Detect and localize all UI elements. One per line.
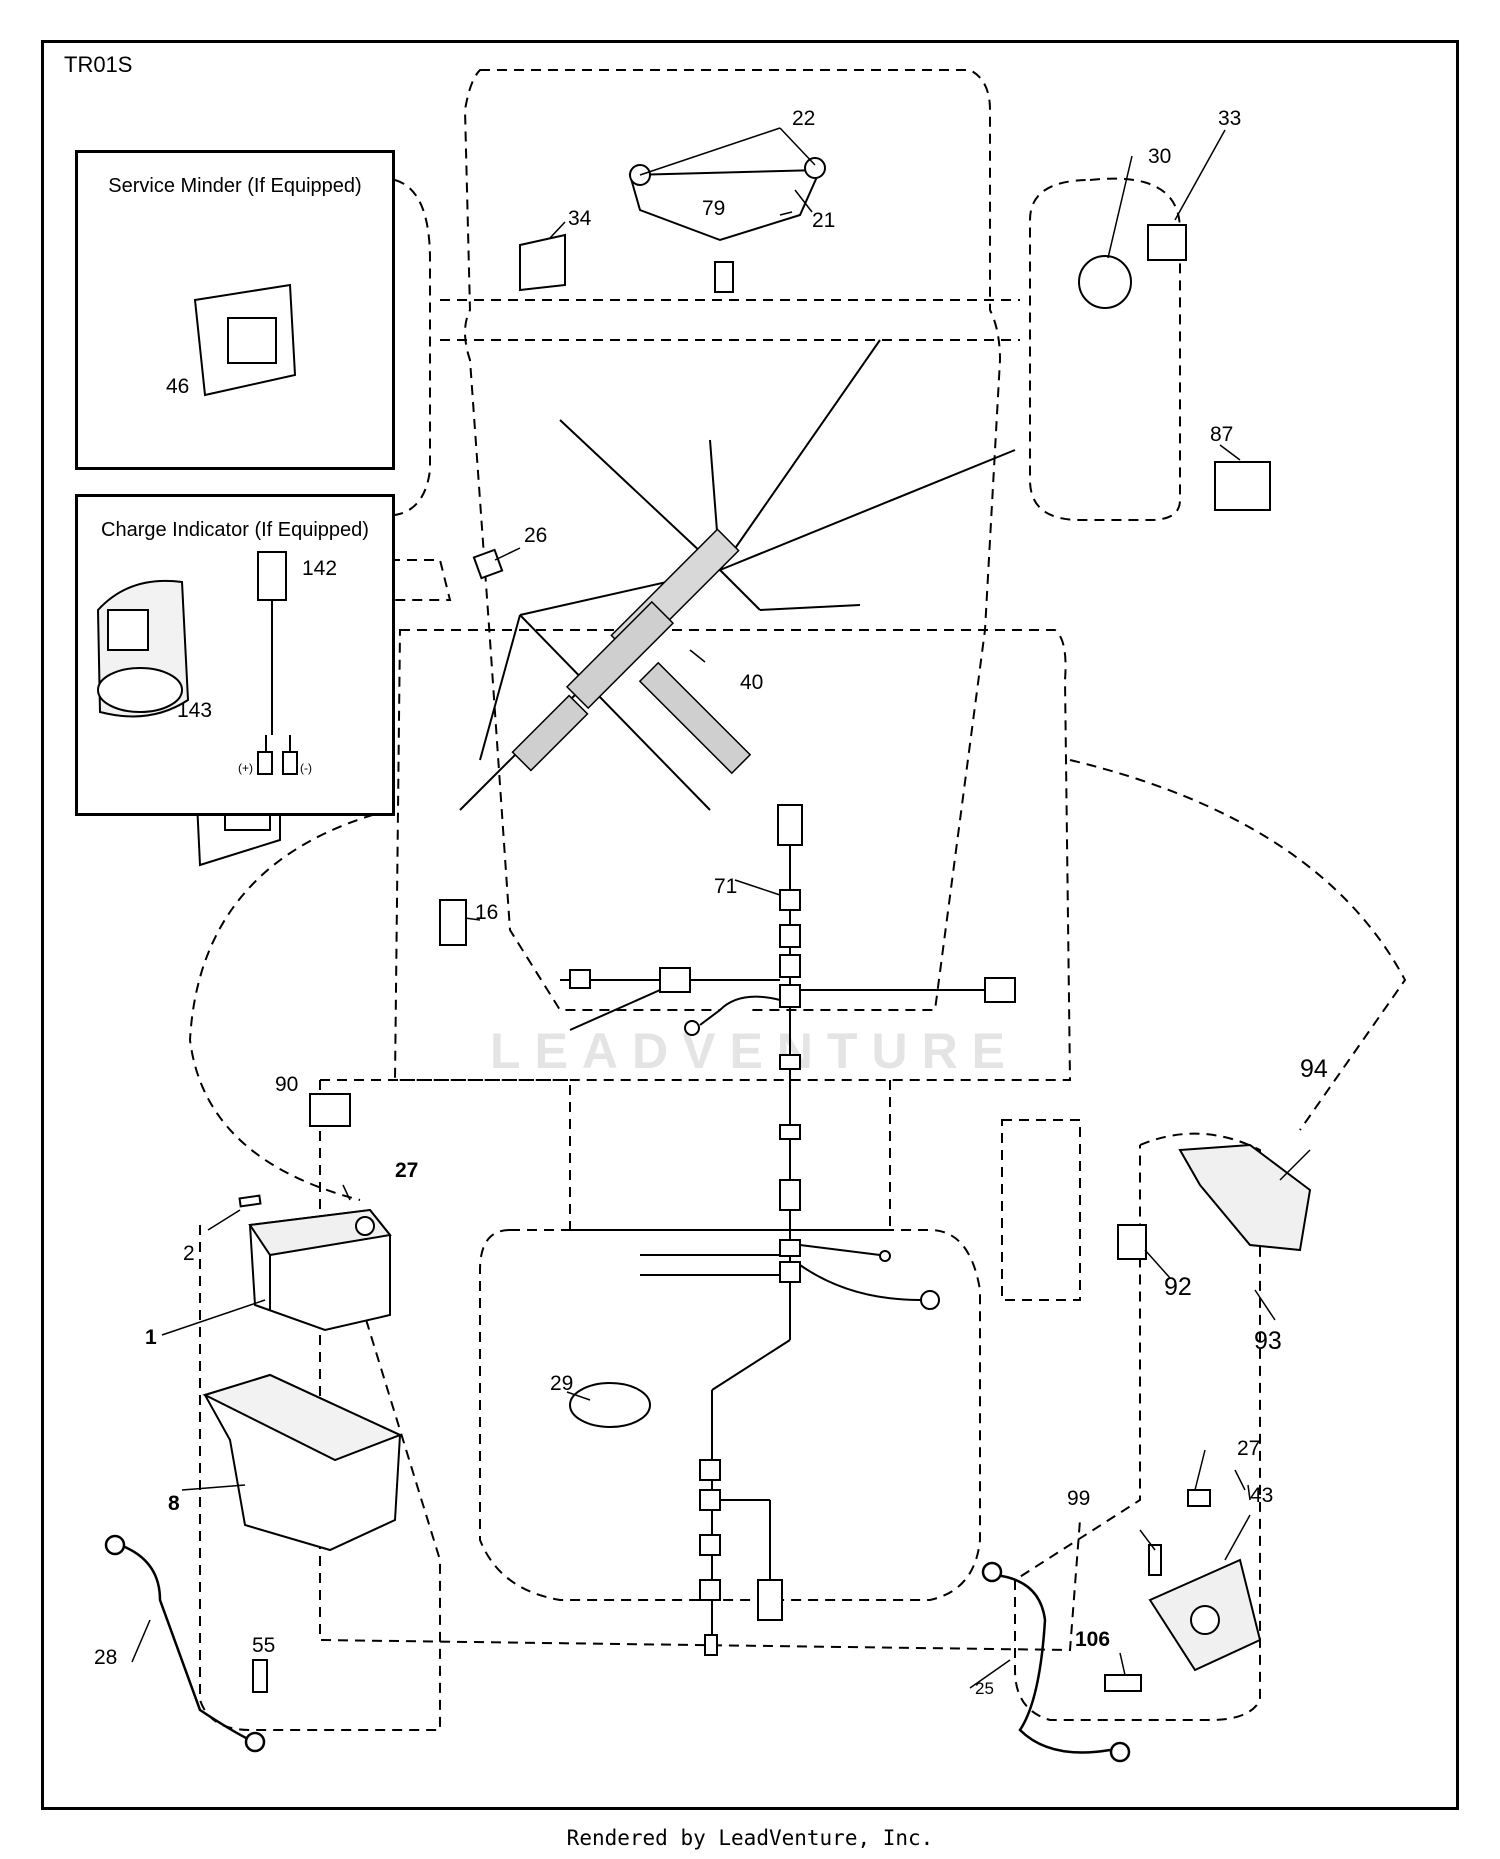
- polarity-negative: (-): [300, 761, 312, 775]
- charge-indicator-title: Charge Indicator (If Equipped): [101, 519, 369, 541]
- mid-outline: [320, 1079, 891, 1231]
- charge-connector: [257, 551, 287, 601]
- battery: [238, 1194, 392, 1332]
- callout-26: 26: [524, 524, 548, 547]
- ground-cables: [104, 1534, 1131, 1763]
- seat-switch-outline: [1001, 1119, 1081, 1301]
- battery-tray: [202, 1373, 403, 1552]
- charge-indicator-face: [107, 609, 149, 651]
- callout-8: 8: [168, 1492, 180, 1515]
- frame-outline: [393, 629, 1072, 1081]
- harness-71: [560, 804, 1016, 1656]
- watermark: LEADVENTURE: [490, 1023, 1020, 1079]
- callout-1: 1: [145, 1326, 157, 1349]
- charge-indicator-knob: [97, 667, 183, 713]
- footer-credit: Rendered by LeadVenture, Inc.: [566, 1826, 934, 1850]
- left-fender-arc: [188, 809, 391, 1201]
- callout-142: 142: [302, 557, 338, 580]
- callout-25: 25: [975, 1679, 994, 1698]
- callout-2: 2: [183, 1242, 195, 1265]
- callout-27-bottom: 27: [1237, 1437, 1261, 1460]
- callout-33: 33: [1218, 107, 1242, 130]
- callout-106: 106: [1075, 1628, 1111, 1651]
- right-fender-arc: [1069, 759, 1407, 1131]
- callout-92: 92: [1164, 1273, 1192, 1301]
- callout-22: 22: [792, 107, 816, 130]
- callout-93: 93: [1254, 1327, 1282, 1355]
- service-minder-display: [227, 317, 277, 364]
- callout-79: 79: [702, 197, 726, 220]
- callout-90: 90: [275, 1073, 299, 1096]
- callout-55: 55: [252, 1634, 276, 1657]
- callout-21: 21: [812, 209, 836, 232]
- lower-body-outline: [319, 1080, 1081, 1652]
- callout-43: 43: [1250, 1484, 1274, 1507]
- diagram-code: TR01S: [64, 52, 133, 77]
- callout-46: 46: [166, 375, 190, 398]
- callout-94: 94: [1300, 1055, 1328, 1083]
- dash-panel-outline: [440, 299, 1020, 341]
- diagram-frame: [41, 40, 1459, 1810]
- hood-outline: [463, 69, 1002, 1011]
- inset-link: [390, 559, 452, 601]
- callout-99: 99: [1067, 1487, 1091, 1510]
- polarity-positive: (+): [238, 761, 253, 775]
- callout-34: 34: [568, 207, 592, 230]
- callout-71: 71: [714, 875, 738, 898]
- deck-outline: [479, 1229, 981, 1601]
- callout-27-top: 27: [395, 1159, 419, 1182]
- key-switch-outline: [1029, 177, 1181, 521]
- service-minder-title: Service Minder (If Equipped): [108, 175, 362, 197]
- callout-30: 30: [1148, 145, 1172, 168]
- callout-87: 87: [1210, 423, 1234, 446]
- callout-16: 16: [475, 901, 499, 924]
- left-dash-link: [394, 179, 431, 516]
- callout-29: 29: [550, 1372, 574, 1395]
- callout-28: 28: [94, 1646, 118, 1669]
- right-lower-outline: [1014, 1132, 1261, 1721]
- callout-143: 143: [177, 699, 213, 722]
- callout-40: 40: [740, 671, 764, 694]
- harness-sleeves: [511, 528, 752, 775]
